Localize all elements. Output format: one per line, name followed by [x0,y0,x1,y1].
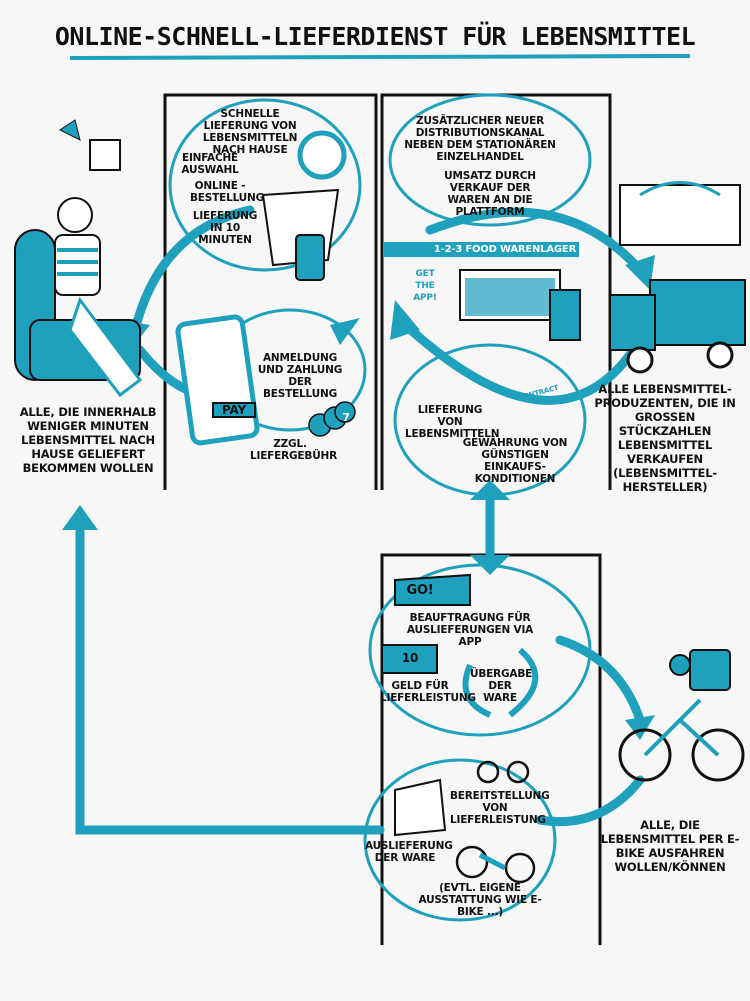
benefit-easy-choice: Einfache Auswahl [181,152,239,176]
distribution-channel-label: Zusätzlicher neuer Distributionskanal ne… [404,115,556,163]
delivery-bag-icon [394,778,447,837]
supply-label: Lieferung von Lebensmitteln [405,404,500,440]
go-label: GO! [406,583,434,598]
arrow-from-courier [535,775,645,827]
delivery-fee-label: zzgl. Liefergebühr [250,438,337,462]
registration-payment-label: Anmeldung und Zahlung der Bestellung [257,352,343,400]
equipment-label: (evtl. eigene Ausstattung wie E-Bike ...… [418,882,542,918]
pay-button: PAY [212,402,256,418]
arrow-to-producer [425,207,645,275]
money-icon [381,644,438,674]
arrow-delivery-to-customer [75,520,385,835]
benefit-fast-delivery: Schnelle Lieferung von Lebensmitteln nac… [202,108,298,156]
go-hand-icon [394,573,471,606]
courier-illustration [618,649,745,782]
store-sign: 1-2-3 Food Warenlager [433,244,577,255]
courier-label: Alle, die Lebensmittel per E-Bike ausfah… [600,818,740,874]
benefit-delivery-time: Lieferung in 10 Minuten [192,210,258,246]
customer-label: Alle, die innerhalb weniger Minuten Lebe… [19,405,157,475]
customer-box [163,93,378,490]
provision-label: Bereitstellung von Lieferleistung [450,790,550,826]
delivery-cloud [363,758,557,922]
arrow-from-producer [395,315,645,405]
app-sign: Get the App! [413,269,437,303]
money-note: 10 [401,651,419,665]
store-illustration [384,242,581,341]
coin-value: 7 [342,412,350,424]
factory-truck-illustration [609,181,746,374]
handover-cycle-icon [462,647,539,718]
benefits-cloud [168,98,362,272]
page-title: Online-Schnell-Lieferdienst für Lebensmi… [54,22,696,51]
conditions-label: Gewährung von günstigen Einkaufs-konditi… [462,437,568,485]
benefit-online-order: Online -Bestellung [190,180,265,204]
money-label: Geld für Lieferleistung [380,680,476,704]
assignment-label: Beauftragung für Auslieferungen via App [406,612,534,648]
grocery-bag-illustration [261,130,347,281]
customer-illustration [14,119,143,398]
bike-icon [455,760,536,884]
handover-label: Übergabe der Ware [470,668,533,704]
arrow-to-courier [555,635,645,725]
revenue-cloud [388,93,592,227]
delivery-label: Auslieferung der Ware [365,840,453,864]
title-underline [69,54,691,60]
revenue-label: Umsatz durch Verkauf der Waren an die Pl… [444,170,536,218]
producer-label: Alle Lebensmittel-produzenten, die in gr… [594,382,736,494]
arrow-to-customer [130,205,255,335]
